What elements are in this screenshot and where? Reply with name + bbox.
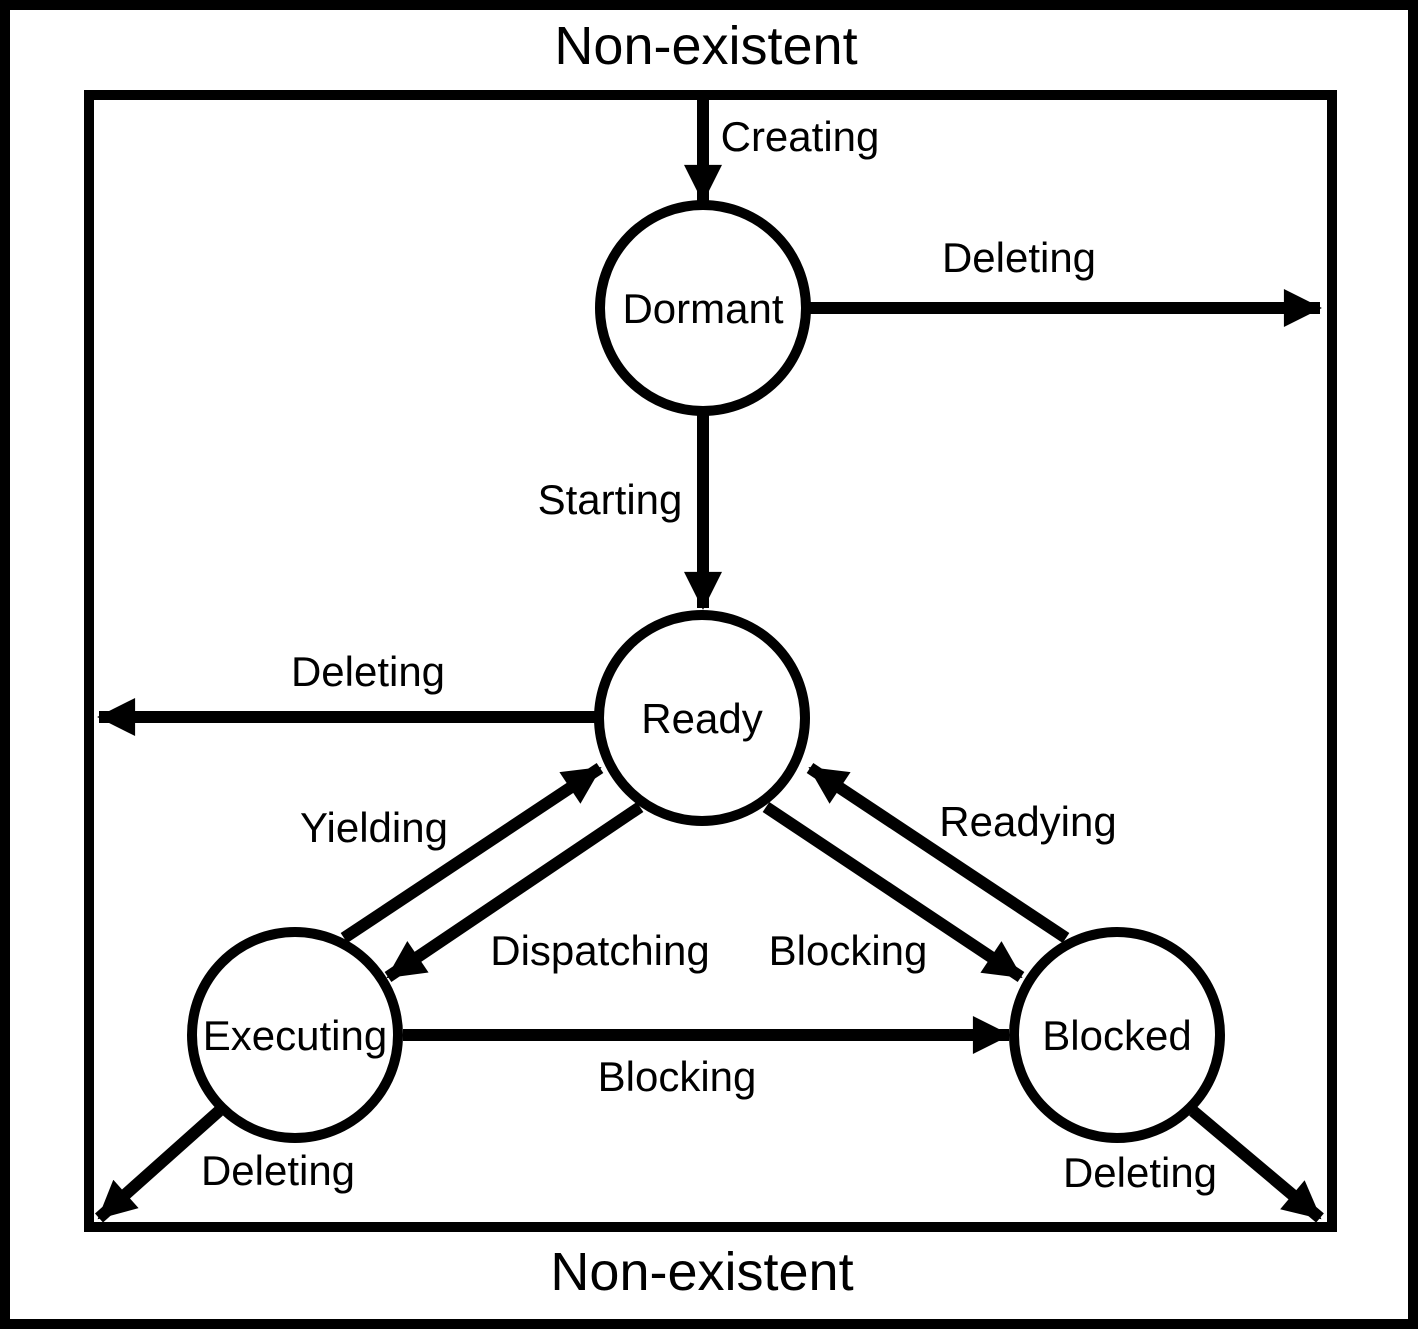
state-executing: Executing	[187, 927, 403, 1143]
arrow-deleting-executing	[95, 1106, 223, 1223]
state-blocked-circle	[1009, 927, 1225, 1143]
non-existent-label-top: Non-existent	[554, 16, 857, 76]
arrow-blocking-to-blocked	[762, 802, 1025, 982]
state-ready-circle	[594, 610, 810, 826]
inner-boundary-box	[84, 90, 1337, 1232]
state-dormant: Dormant	[595, 200, 811, 416]
label-starting: Starting	[538, 476, 683, 523]
state-ready-label: Ready	[641, 695, 762, 742]
arrow-readying	[806, 763, 1070, 943]
arrow-deleting-blocked	[1189, 1106, 1324, 1223]
label-creating: Creating	[721, 113, 880, 160]
arrow-dispatching	[384, 802, 644, 982]
arrow-yielding	[340, 763, 604, 943]
label-deleting-blocked: Deleting	[1063, 1149, 1217, 1196]
label-blocking-horizontal: Blocking	[598, 1053, 757, 1100]
label-readying: Readying	[939, 798, 1116, 845]
state-dormant-label: Dormant	[622, 285, 783, 332]
label-yielding: Yielding	[300, 804, 448, 851]
state-dormant-circle	[595, 200, 811, 416]
state-ready: Ready	[594, 610, 810, 826]
state-blocked-label: Blocked	[1042, 1012, 1191, 1059]
state-executing-circle	[187, 927, 403, 1143]
label-deleting-executing: Deleting	[201, 1147, 355, 1194]
label-dispatching: Dispatching	[490, 927, 709, 974]
non-existent-label-bottom: Non-existent	[550, 1242, 853, 1302]
state-blocked: Blocked	[1009, 927, 1225, 1143]
label-deleting-dormant: Deleting	[942, 234, 1096, 281]
label-deleting-ready: Deleting	[291, 648, 445, 695]
state-executing-label: Executing	[203, 1012, 387, 1059]
label-blocking-to-blocked: Blocking	[769, 927, 928, 974]
